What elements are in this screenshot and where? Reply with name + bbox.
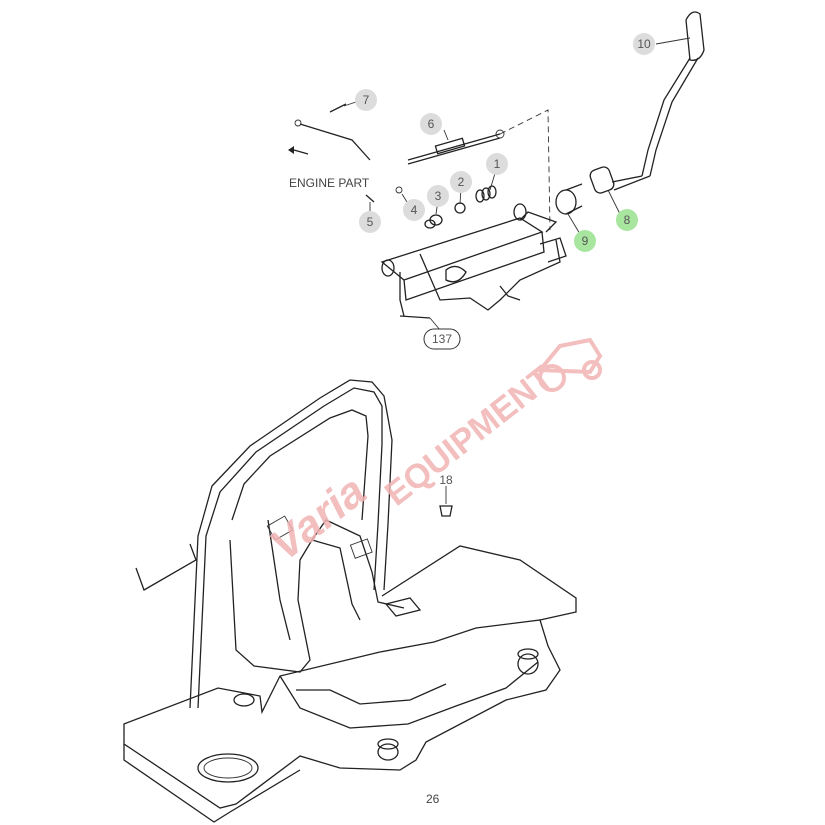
callout-4-text: 4 [411, 203, 418, 217]
callout-5: 5 [359, 211, 381, 233]
callout-4: 4 [403, 199, 425, 221]
callout-8: 8 [616, 209, 638, 231]
engine-cable-part-7 [288, 103, 371, 161]
pin-part-5 [365, 194, 375, 203]
callout-3: 3 [427, 185, 449, 207]
tractor-icon [535, 337, 603, 392]
floor-plate [123, 545, 577, 823]
callout-7: 7 [355, 89, 377, 111]
washer-part-4 [395, 186, 403, 194]
bracket-assembly-137 [380, 203, 567, 319]
shift-lever [589, 11, 705, 194]
nut-part-3 [424, 214, 443, 229]
page-number: 26 [426, 792, 440, 806]
callout-9: 9 [574, 230, 596, 252]
callout-6: 6 [420, 113, 442, 135]
spacer-part-9 [555, 183, 583, 215]
cable-part-6 [407, 109, 551, 231]
callout-18: 18 [439, 473, 453, 487]
callout-8-text: 8 [624, 213, 631, 227]
engine-part-label: ENGINE PART [289, 176, 370, 190]
callout-2-text: 2 [458, 175, 465, 189]
callout-5-text: 5 [367, 215, 374, 229]
callout-3-text: 3 [435, 189, 442, 203]
callout-1: 1 [486, 153, 508, 175]
callout-137-text: 137 [432, 332, 452, 346]
callout-6-text: 6 [428, 117, 435, 131]
watermark-logo: Varia EQUIPMENT [261, 337, 603, 570]
watermark-script: Varia [261, 466, 375, 570]
callout-2: 2 [450, 171, 472, 193]
seat-frame [135, 379, 405, 709]
leader-lines-upper [343, 37, 691, 331]
callout-18-text: 18 [439, 473, 453, 487]
watermark-word: EQUIPMENT [378, 359, 561, 514]
bolt-part-18 [439, 486, 453, 517]
callout-1-text: 1 [494, 157, 501, 171]
callout-9-text: 9 [582, 234, 589, 248]
callout-7-text: 7 [363, 93, 370, 107]
callout-10: 10 [633, 33, 655, 55]
callout-10-text: 10 [637, 37, 651, 51]
washer-part-2 [454, 202, 466, 214]
spring-part-1 [475, 185, 497, 203]
callout-137: 137 [423, 328, 461, 350]
